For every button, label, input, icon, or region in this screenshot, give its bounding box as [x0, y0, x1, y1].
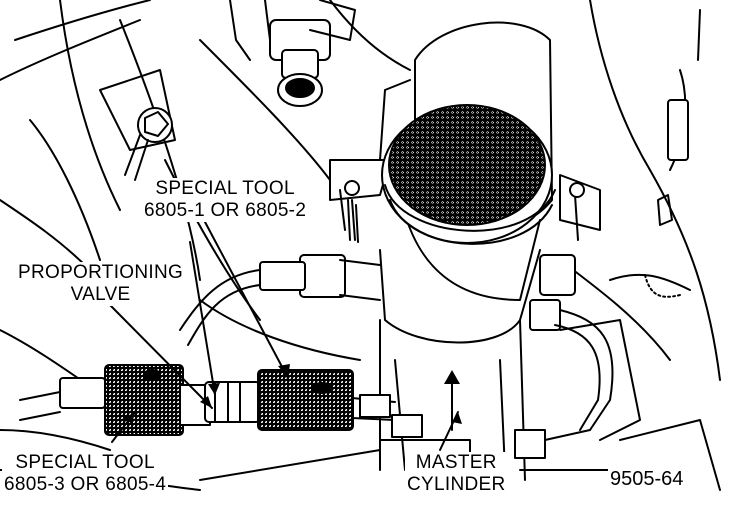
special-tool-lower-label: SPECIAL TOOL 6805-3 OR 6805-4 [2, 452, 169, 496]
special-tool-upper [258, 370, 395, 430]
leader-lines [110, 222, 458, 480]
brake-lines [180, 255, 690, 430]
special-tool-upper-label: SPECIAL TOOL 6805-1 OR 6805-2 [142, 178, 309, 222]
proportioning-valve-label: PROPORTIONING VALVE [16, 262, 186, 306]
master-cylinder-label-line2: CYLINDER [407, 474, 506, 495]
hex-bolt [125, 108, 172, 180]
sensor-wire [658, 10, 700, 225]
proportioning-valve-label-line2: VALVE [70, 284, 131, 305]
master-cylinder-label: MASTER CYLINDER [405, 452, 508, 496]
special-tool-lower-label-line2: 6805-3 OR 6805-4 [4, 474, 167, 495]
upper-fitting [230, 0, 355, 106]
special-tool-lower [20, 365, 210, 435]
special-tool-upper-label-line1: SPECIAL TOOL [155, 178, 295, 199]
figure-number: 9505-64 [608, 468, 686, 491]
engine-compartment-outline [0, 0, 720, 490]
proportioning-valve-label-line1: PROPORTIONING [18, 262, 184, 283]
master-cylinder-label-line1: MASTER [415, 452, 497, 473]
arrow-heads [124, 364, 462, 424]
special-tool-upper-label-line2: 6805-1 OR 6805-2 [144, 200, 307, 221]
master-cylinder [330, 23, 600, 480]
special-tool-lower-label-line1: SPECIAL TOOL [15, 452, 155, 473]
